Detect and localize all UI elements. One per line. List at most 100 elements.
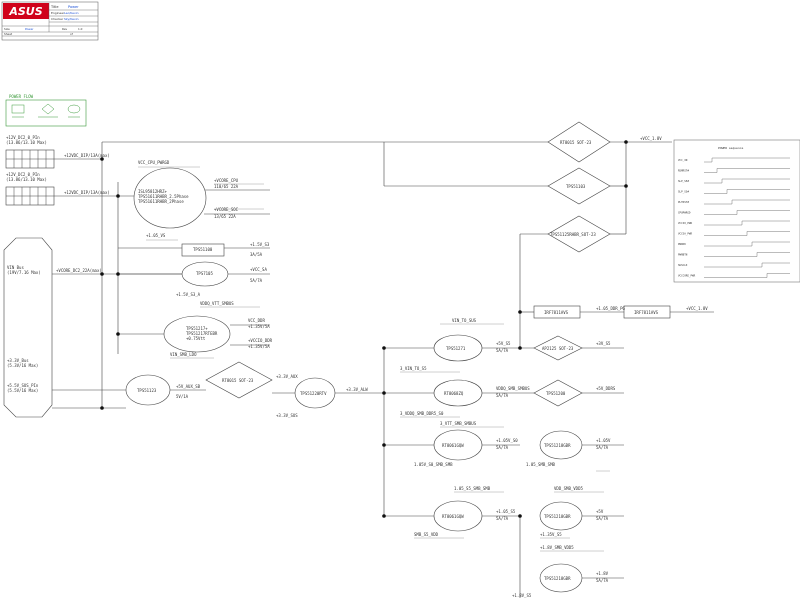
doc-no: Power [25, 27, 34, 31]
timing-row-label: PWROK [678, 242, 686, 246]
timing-waveform [704, 189, 790, 194]
size-label: Size [4, 27, 10, 31]
net-vtt-in: +1.5V_S3 [250, 242, 270, 247]
top-diamond-2-label: TPS51103 [566, 184, 586, 189]
timing-waveform [704, 273, 790, 278]
net-mid-out: +3.3V_SUS [276, 413, 298, 418]
of-label: of [70, 32, 74, 36]
net-r3-out: +1.05V_S0 [496, 438, 518, 443]
net-top-dc: +VCC_1.8V [686, 306, 708, 311]
timing-row-label: PWRBTN [678, 253, 688, 257]
timing-waveform [704, 199, 790, 205]
r1-diamond [533, 335, 583, 361]
timing-waveform [704, 168, 790, 173]
rev-value: 1.0 [78, 27, 83, 31]
ldo2-label-2: TPS51217RTEBR [186, 331, 218, 336]
left-bus-label: +3.3V_Bus [7, 358, 29, 363]
timing-row-label: VCCSA_PWR [678, 232, 692, 236]
net-r2-out-sub: 5A/7A [496, 393, 509, 398]
r4-block [433, 500, 483, 532]
timing-waveform [704, 241, 790, 247]
left-bus2-label: +5.5V_SUS_PIn [7, 383, 39, 388]
title-value: Power [68, 5, 79, 9]
net-ldo2-sub2: +1.35V/5A [248, 344, 270, 349]
input-1-sub: (13.86/13.10 Max) [6, 140, 47, 145]
title-label: Title [50, 5, 59, 9]
cpu-vr-label-3: TPS51611RHBR_2Phase [138, 199, 184, 204]
timing-row-label: CPUPWRGD [678, 211, 691, 215]
timing-row-label: SUSCLK [678, 263, 688, 267]
input-2-label: +12V_DC2_0_PIn [6, 172, 40, 177]
block-labels: ISL95812HRZ+ TPS51611RHBR_2.5Phase TPS51… [137, 140, 659, 581]
stby-block [125, 374, 171, 406]
flow-arrows [138, 166, 610, 552]
net-r4-right-sub: 5A/7A [596, 516, 609, 521]
timing-row-label: VCC_IN [678, 158, 688, 162]
top-diamond-3 [547, 215, 611, 253]
net-in1: +12VDC_DIP/13A(max) [64, 153, 110, 158]
net-r4-right-top: VDD_SMB_VDD5 [554, 486, 583, 491]
r4-right-block [539, 501, 583, 531]
input-connector-1: +12V_DC2_0_PIn (13.86/13.10 Max) [5, 135, 55, 169]
net-r2-out: VDDQ_SMB_SMBUS [496, 386, 530, 391]
net-r4-bot2: +1.8V_S5 [512, 593, 532, 598]
dcdc-block [294, 377, 336, 409]
sheet-label: Sheet [4, 32, 13, 36]
engineer-value: Leo/Kevin [64, 11, 79, 15]
timing-row-label: SLP_S5# [678, 179, 689, 183]
engineer-label: Engineer [51, 11, 65, 15]
timing-waveform [704, 220, 790, 226]
vin-bus-label: VIN Bus [7, 265, 24, 270]
r2-diamond-label: TPS51200 [546, 391, 566, 396]
cpu-vr-label-2: TPS51611RHBR_2.5Phase [138, 194, 189, 199]
net-cpu-out2: +VCORE_SOC [214, 207, 239, 212]
left-bus2-sub: (5.5V/16 Max) [7, 388, 38, 393]
net-diamond-out: +3.3V_AUX [276, 374, 298, 379]
timing-waveform [704, 262, 790, 268]
top-diamond-1 [547, 121, 611, 163]
cpu-vr-label-1: ISL95812HRZ+ [138, 189, 167, 194]
legend-diamond-icon [41, 103, 55, 115]
net-r1-top: VIN_TO_SUS [452, 318, 477, 323]
net-ldo2-sub: +1.35V/5A [248, 324, 270, 329]
net-r4-mid: +1.35V_S5 [540, 532, 562, 537]
stby-label: TPS51123 [137, 388, 157, 393]
timing-waveform [704, 231, 790, 236]
timing-waveform [704, 178, 790, 184]
legend-ellipse-icon [67, 104, 81, 114]
timing-row-label: VCCIO_PWR [678, 221, 692, 225]
r4-label: RT8061GQW [442, 514, 464, 519]
timing-waveform [704, 157, 790, 163]
net-r4-bot: SMB_S5_VDD [414, 532, 439, 537]
net-stby-out: +5V_AUX_SB [176, 384, 201, 389]
net-cpu-out1-sub: 110/65 22A [214, 184, 239, 189]
r3-right-label: TPS51218GBR [544, 443, 571, 448]
net-r4-right2-top: +1.8V_SMB_VDD5 [540, 545, 574, 550]
r2-diamond [533, 379, 583, 407]
net-r4-right2-sub: 5A/7A [596, 578, 609, 583]
net-ldo2-in: VDDQ_VTT_SMBUS [200, 301, 234, 306]
checker-label: Checker [51, 17, 64, 21]
vin-bus-sub: (19V/7.16 Max) [7, 270, 41, 275]
net-cpu-pwr: +1.05_VS [146, 233, 166, 238]
net-vin-bus: +VCORE_DC2_22A(max) [56, 268, 102, 273]
ldo2-block [163, 315, 231, 353]
vin-bus-block: VIN Bus (19V/7.16 Max) +3.3V_Bus (5.3V/1… [3, 237, 53, 418]
switch-2-block [623, 305, 671, 319]
r1-diamond-label: AP2125 SOT-23 [542, 346, 574, 351]
ldo1-label: TPS7105 [196, 271, 213, 276]
r1-block [433, 334, 483, 362]
net-in2: +12VDC_DIP/13A(max) [64, 190, 110, 195]
net-stby-sub: 5V/1A [176, 394, 189, 399]
net-r3-top: 3_VTT_SMB_SMBUS [440, 421, 477, 426]
stby-diamond [205, 361, 273, 399]
timing-diagram: POWER sequence VCC_INRSMRST#SLP_S5#SLP_S… [673, 139, 800, 283]
net-r4-top: 1.05_S5_SMB_SMB [454, 486, 491, 491]
logo-text: ASUS [8, 5, 42, 18]
legend-box-icon [11, 104, 25, 114]
net-r3-right-sub: 5A/7A [596, 445, 609, 450]
checker-value: Sky/Kevin [64, 17, 79, 21]
r2-label: RT8068ZQ [444, 391, 464, 396]
ldo1-block [181, 261, 229, 287]
input-2-sub: (13.86/13.10 Max) [6, 177, 47, 182]
